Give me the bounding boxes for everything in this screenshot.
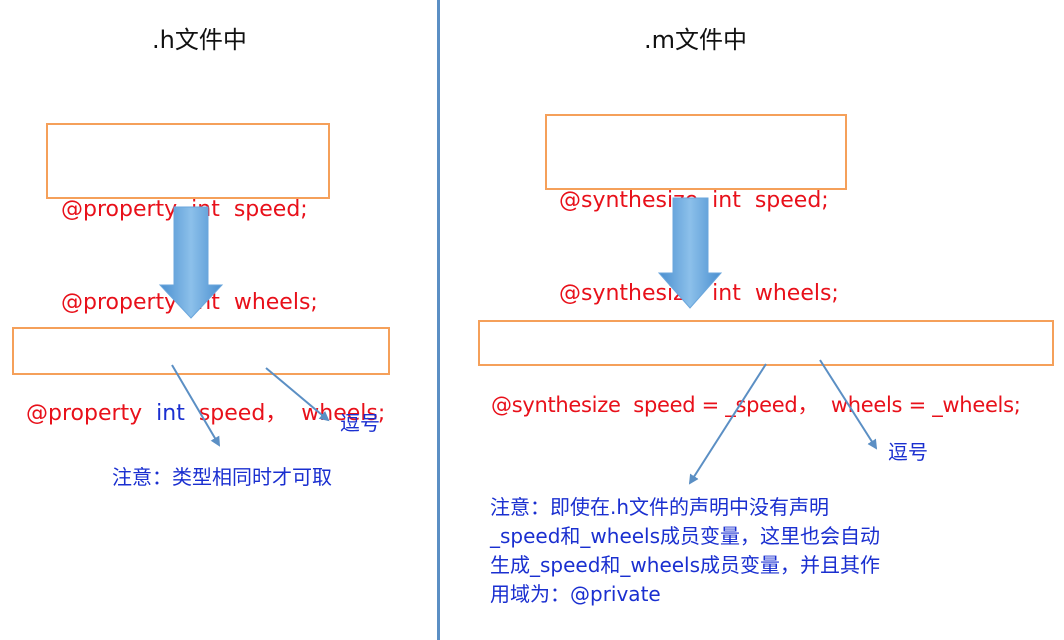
- right-note-line-3: 生成_speed和_wheels成员变量，并且其作: [490, 553, 881, 577]
- left-note-pointer-arrow: [171, 364, 221, 447]
- synthesize-declarations-box: @synthesize int speed; @synthesize int w…: [545, 114, 847, 306]
- panel-divider: [437, 0, 440, 640]
- property-combined-box: @property int speed， wheels;: [12, 327, 390, 426]
- right-note-pointer-arrow: [688, 363, 767, 485]
- left-down-arrow-icon: [158, 206, 224, 319]
- left-panel-title: .h文件中: [152, 26, 247, 54]
- right-note: 注意：即使在.h文件的声明中没有声明 _speed和_wheels成员变量，这里…: [490, 493, 880, 609]
- property-combined-line: @property int speed， wheels;: [26, 398, 388, 429]
- right-panel-title: .m文件中: [644, 26, 748, 54]
- synthesize-combined-line: @synthesize speed = _speed， wheels = _wh…: [491, 393, 1021, 417]
- right-note-line-2: _speed和_wheels成员变量，这里也会自动: [490, 524, 881, 548]
- left-comma-label: 逗号: [340, 411, 380, 435]
- right-comma-pointer-arrow: [819, 359, 878, 450]
- property-prefix: @property: [26, 401, 157, 426]
- left-comma-pointer-arrow: [265, 367, 330, 422]
- synthesize-wheels-line: @synthesize int wheels;: [559, 281, 839, 306]
- left-note: 注意：类型相同时才可取: [112, 465, 332, 489]
- right-down-arrow-icon: [657, 197, 723, 309]
- right-note-line-4: 用域为：@private: [490, 582, 661, 606]
- right-comma-label: 逗号: [888, 440, 928, 464]
- right-note-line-1: 注意：即使在.h文件的声明中没有声明: [490, 495, 830, 519]
- property-names: speed， wheels;: [184, 401, 386, 426]
- int-keyword: int: [156, 401, 185, 426]
